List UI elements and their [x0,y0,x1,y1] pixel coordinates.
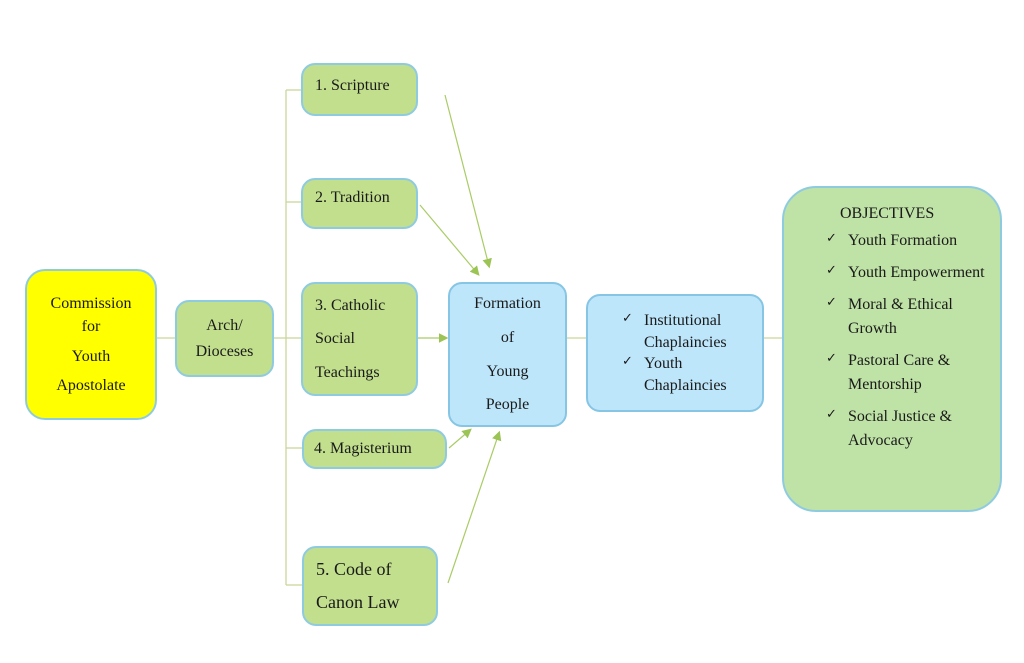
chaplaincy-item: Youth Chaplaincies [622,353,754,396]
objective-item: Social Justice & Advocacy [826,405,990,453]
arrow-tradition [419,204,480,276]
formation-line: People [485,396,530,414]
objective-item: Pastoral Care & Mentorship [826,349,990,397]
objective-item: Youth Empowerment [826,261,990,285]
formation-line: Formation [474,295,541,313]
objectives-list: Youth Formation Youth Empowerment Moral … [826,229,990,453]
source-label: 4. Magisterium [314,440,412,458]
dioceses-node: Arch/ Dioceses [175,300,274,377]
commission-line: Commission [50,295,132,313]
objective-item: Youth Formation [826,229,990,253]
source-label: 3. Catholic [315,296,386,314]
source-magisterium: 4. Magisterium [302,429,447,469]
source-catholic-social-teachings: 3. Catholic Social Teachings [301,282,418,396]
commission-line: Youth [71,347,111,365]
source-label: Social [315,330,355,348]
source-label: 1. Scripture [315,77,390,94]
dioceses-line: Dioceses [195,342,254,360]
source-label: Teachings [315,363,380,381]
arrow-canonlaw [447,430,502,584]
dioceses-line: Arch/ [206,316,243,334]
commission-node: Commission for Youth Apostolate [25,269,157,420]
formation-line: Young [486,362,529,380]
objectives-title: OBJECTIVES [840,205,935,222]
source-code-of-canon-law: 5. Code of Canon Law [302,546,438,626]
commission-line: Apostolate [56,376,126,394]
source-label: 2. Tradition [315,189,390,206]
source-scripture: 1. Scripture [301,63,418,116]
formation-node: Formation of Young People [448,282,567,427]
source-label: Canon Law [316,592,400,612]
source-label: 5. Code of [316,558,392,579]
objective-item: Moral & Ethical Growth [826,293,990,341]
formation-line: of [500,328,515,346]
arrow-magisterium [448,428,472,449]
objectives-node: OBJECTIVES Youth Formation Youth Empower… [782,186,1002,512]
source-tradition: 2. Tradition [301,178,418,229]
chaplaincies-list: Institutional Chaplaincies Youth Chaplai… [622,310,754,396]
commission-line: for [81,318,101,336]
chaplaincies-node: Institutional Chaplaincies Youth Chaplai… [586,294,764,412]
arrow-scripture [444,94,492,269]
chaplaincy-item: Institutional Chaplaincies [622,310,754,353]
